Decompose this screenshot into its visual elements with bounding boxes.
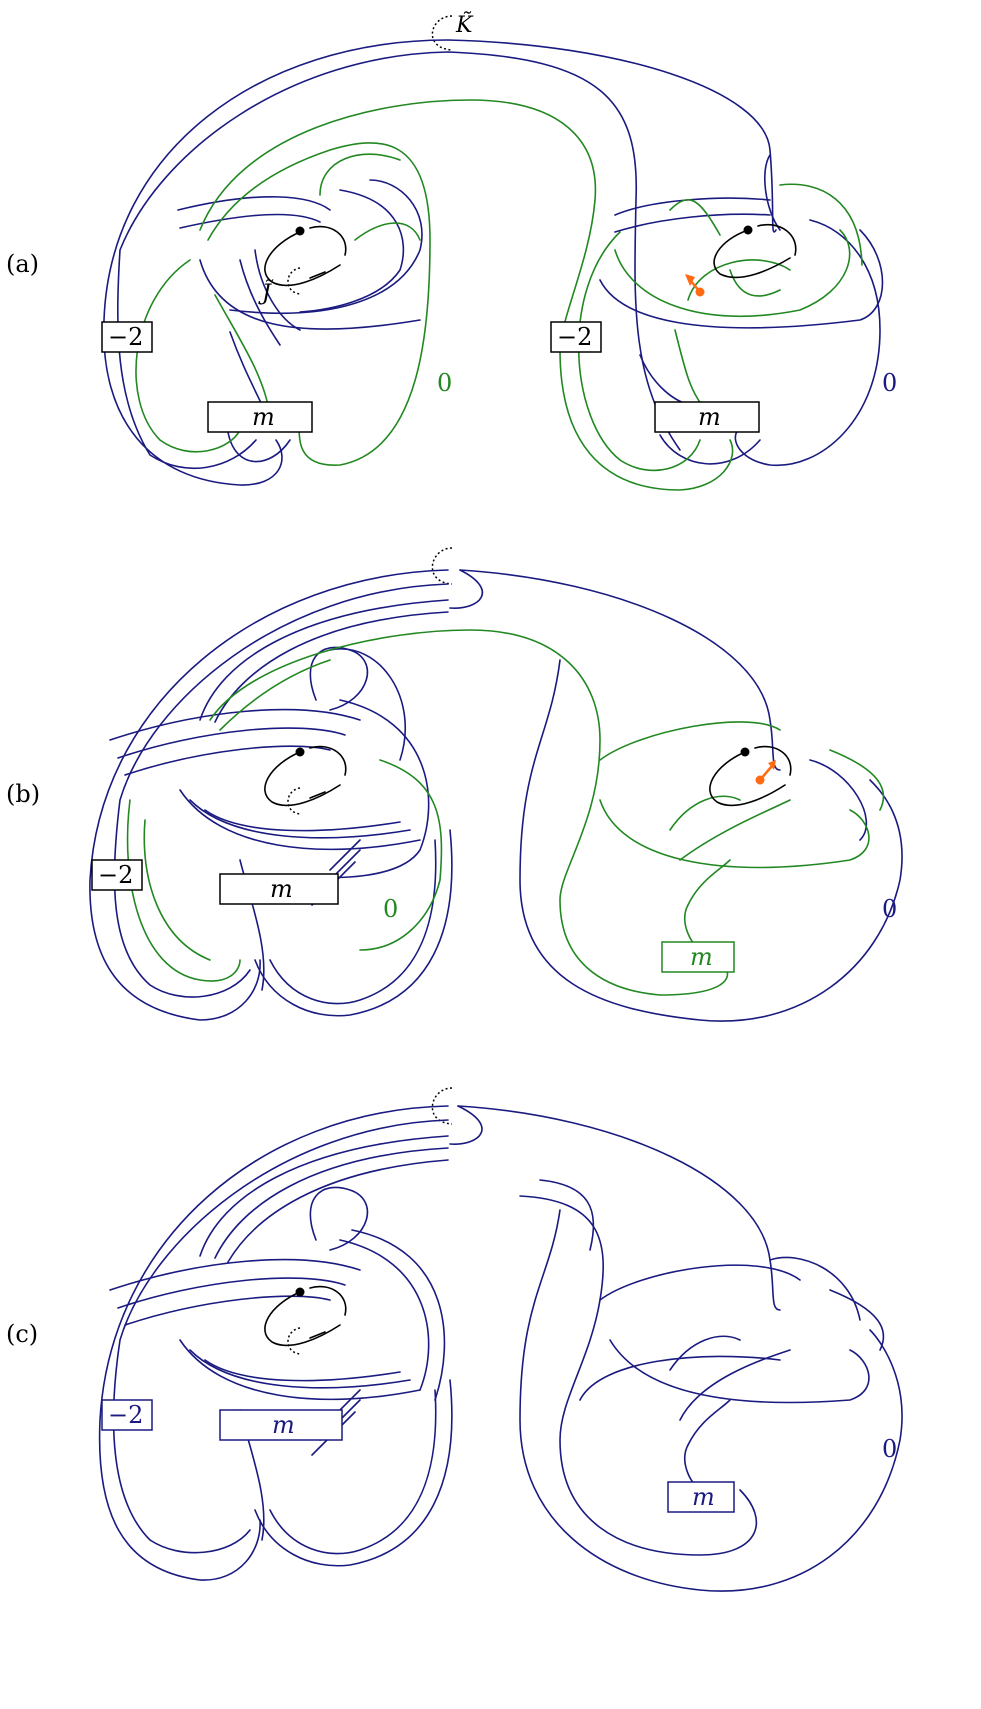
panel-c-left-twist-box: [101, 1399, 153, 1431]
panel-b-right-m-box: [661, 941, 735, 973]
panel-a-right-twist-value: −2: [557, 323, 592, 351]
panel-b-left-frame: 0: [383, 895, 398, 923]
panel-c-right-frame: 0: [882, 1435, 897, 1463]
panel-b-left-twist-box: [91, 859, 143, 891]
panel-a-left-m-box: [207, 401, 313, 433]
panel-c-left-m-value: m: [272, 1411, 295, 1439]
panel-a-left-m-value: m: [252, 403, 275, 431]
panel-c-right-m-box: [667, 1481, 735, 1513]
panel-c-navy-curves: [98, 1105, 903, 1592]
panel-b-right-m-value: m: [690, 943, 713, 971]
panel-c-label: (c): [6, 1320, 38, 1348]
panel-b-left-m-box: [219, 873, 339, 905]
j-tilde-label: J̃: [258, 280, 274, 306]
panel-a-left-twist-value: −2: [108, 323, 143, 351]
panel-b-green-curves: [126, 629, 885, 996]
panel-b-left-twist-value: −2: [98, 861, 133, 889]
panel-a-black-curves: [264, 223, 797, 297]
panel-b-right-frame: 0: [882, 895, 897, 923]
panel-b-dotted-arc: [431, 547, 453, 585]
k-tilde-dotted-arc: [431, 15, 453, 51]
panel-a-right-m-value: m: [698, 403, 721, 431]
panel-c-black-curves: [264, 1285, 347, 1355]
panel-b-left-m-value: m: [270, 875, 293, 903]
panel-a-right-twist-box: [550, 321, 602, 353]
panel-b-label: (b): [6, 780, 40, 808]
panel-c-dotted-arc: [431, 1087, 453, 1125]
panel-b: (b): [6, 547, 903, 1022]
panel-a-left-frame: 0: [437, 369, 452, 397]
panel-a-left-twist-box: [101, 321, 153, 353]
panel-a-green-curves: [135, 99, 863, 491]
panel-a-label: (a): [6, 250, 39, 278]
panel-b-black-curves: [264, 745, 792, 815]
panel-c: (c): [6, 1087, 903, 1592]
panel-a-right-frame: 0: [882, 369, 897, 397]
k-tilde-label: K̃: [455, 12, 474, 38]
panel-a: (a) K̃: [6, 12, 897, 491]
panel-b-navy-curves: [89, 569, 903, 1022]
panel-c-left-twist-value: −2: [108, 1401, 143, 1429]
panel-c-left-m-box: [219, 1409, 343, 1441]
panel-a-right-m-box: [654, 401, 760, 433]
panel-c-right-m-value: m: [692, 1483, 715, 1511]
